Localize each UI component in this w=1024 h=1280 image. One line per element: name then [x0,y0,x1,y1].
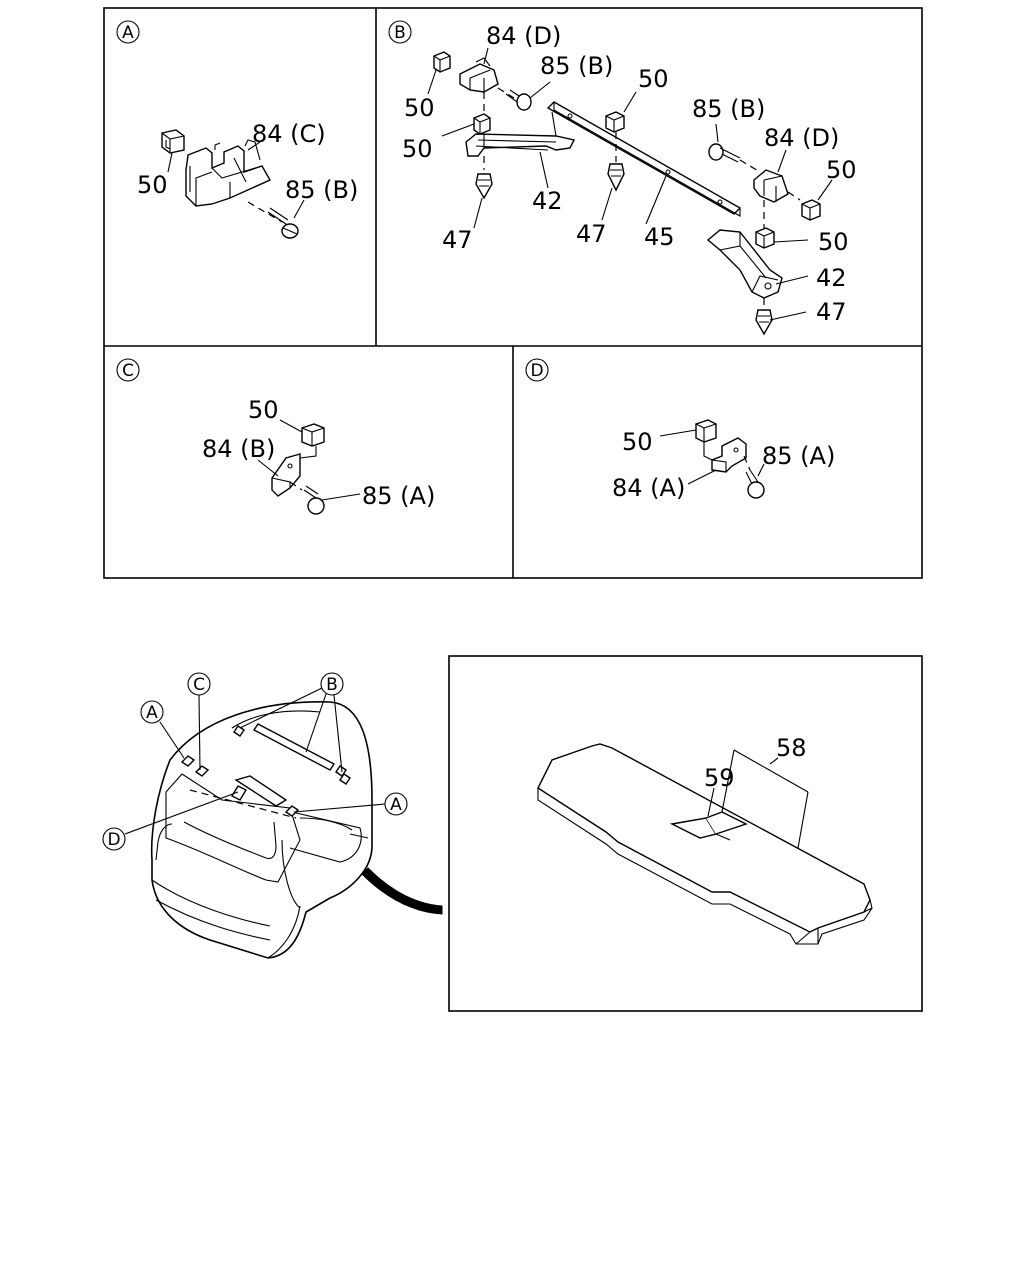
panel-b-label-50-mid-left: 50 [402,135,433,163]
panel-b-label-84d-left: 84 (D) [486,22,561,50]
panel-c: C 50 84 (B) 85 (A) [116,358,435,515]
board-label-58: 58 [776,734,807,762]
panel-d-clip [695,419,717,443]
panel-b-clip-right [801,199,821,221]
vehicle-callout-a-right: A [293,792,408,816]
panel-b-label-50-lower-right: 50 [818,228,849,256]
panel-b-label-42-left: 42 [532,187,563,215]
panel-b-support-right [706,229,783,299]
panel-c-screw [289,481,325,515]
panel-d-label-84a: 84 (A) [612,474,685,502]
panel-d-bracket [703,437,747,473]
panel-c-label-50: 50 [248,396,279,424]
board-detail: 58 59 [448,655,923,1012]
panel-b-bracket-left [459,57,499,93]
panel-b-bracket-right [753,169,789,203]
vehicle-callout-a-left: A [140,700,185,759]
detail-panels-frame [103,7,923,579]
panel-a-label-50: 50 [137,171,168,199]
panel-b-clip-bar [605,111,625,133]
panel-b-label-85b-right: 85 (B) [692,95,765,123]
panel-b-bar [546,101,742,217]
panel-b-label-50-top-left: 50 [404,94,435,122]
panel-b-support-left [465,111,576,157]
vehicle-overview: A C B A D [102,672,443,959]
panel-b: B [388,20,857,336]
panel-b-pin-mid [607,163,625,192]
panel-b-label-42-right: 42 [816,264,847,292]
panel-c-label-84b: 84 (B) [202,435,275,463]
panel-c-tag-text: C [122,361,134,381]
panel-b-screw-left [497,87,532,111]
board-handle [669,811,748,841]
vehicle-callout-d: D [102,791,239,851]
panel-d: D 50 84 (A) 85 (A) [525,358,835,502]
panel-a: A 50 84 (C) 85 (B) [116,20,358,239]
board-label-59: 59 [704,764,735,792]
panel-d-screw [743,455,765,499]
panel-c-bracket [271,446,317,497]
panel-c-clip [301,423,325,447]
vehicle-callout-d-text: D [107,830,120,850]
panel-d-label-85a: 85 (A) [762,442,835,470]
panel-b-label-45: 45 [644,223,675,251]
panel-c-label-85a: 85 (A) [362,482,435,510]
vehicle-callout-c: C [187,672,211,771]
panel-b-tag-text: B [394,23,406,43]
panel-a-tag-text: A [122,23,134,43]
panel-b-label-47-left: 47 [442,226,473,254]
panel-b-clip-mid-left [473,113,491,135]
panel-b-pin-right [755,298,773,336]
panel-b-screw-right [708,143,761,173]
panel-b-label-50-right: 50 [826,156,857,184]
panel-d-label-50: 50 [622,428,653,456]
panel-b-clip-lower-right [755,227,775,249]
panel-b-label-50-bar: 50 [638,65,669,93]
vehicle-callout-b: B [239,672,344,773]
panel-d-tag: D [525,358,549,382]
panel-a-bracket [185,139,271,207]
panel-d-tag-text: D [530,361,543,381]
panel-a-label-84c: 84 (C) [252,120,326,148]
panel-b-clip-top-left [433,51,451,73]
panel-a-clip [161,129,185,154]
panel-c-tag: C [116,358,140,382]
panel-a-tag: A [116,20,140,44]
panel-b-label-85b-left: 85 (B) [540,52,613,80]
panel-b-tag: B [388,20,412,44]
panel-b-label-47-right: 47 [816,298,847,326]
vehicle-callout-a-right-text: A [390,795,402,815]
panel-b-label-84d-right: 84 (D) [764,124,839,152]
vehicle-callout-b-text: B [326,675,338,695]
panel-b-pin-left [475,156,493,200]
panel-b-label-47-mid: 47 [576,220,607,248]
board-frame [448,655,923,1012]
panel-a-screw [247,201,299,239]
vehicle-callout-c-text: C [193,675,205,695]
vehicle-arrow-shape [361,867,443,915]
vehicle-callout-a-left-text: A [146,703,158,723]
panel-a-label-85b: 85 (B) [285,176,358,204]
